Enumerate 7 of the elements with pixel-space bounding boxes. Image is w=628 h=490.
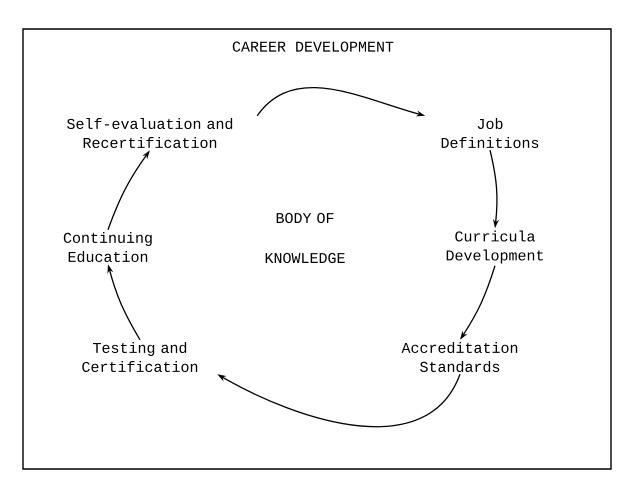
step-label: Testing and Certification xyxy=(82,342,198,372)
step-label: Continuing Education xyxy=(64,232,152,262)
step-label: Accreditation Standards xyxy=(402,342,518,372)
step-label: Job Definitions xyxy=(442,118,538,148)
step-label: Self-evaluation and Recertification xyxy=(67,118,232,148)
centre-text: BODY OF KNOWLEDGE xyxy=(266,212,345,264)
step-label: Curricula Development xyxy=(446,230,543,264)
